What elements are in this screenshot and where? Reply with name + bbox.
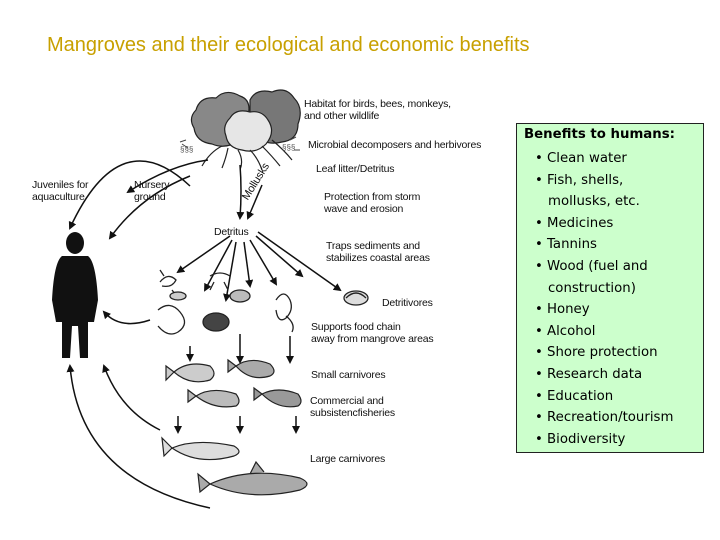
- list-item: •Biodiversity: [535, 431, 626, 447]
- label-large-carnivores: Large carnivores: [310, 453, 386, 465]
- label-microbial: Microbial decomposers and herbivores: [308, 139, 482, 151]
- benefits-panel: Benefits to humans: •Clean water •Fish, …: [516, 123, 704, 453]
- list-item: •Clean water: [535, 151, 627, 166]
- list-item: •Medicines: [535, 215, 614, 231]
- list-item: •Fish, shells,mollusks, etc.: [535, 172, 640, 210]
- label-leaf-litter: Leaf litter/Detritus: [316, 163, 395, 175]
- human-silhouette: [52, 232, 98, 358]
- label-habitat: Habitat for birds, bees, monkeys,and oth…: [304, 98, 451, 122]
- svg-text:§§§: §§§: [282, 143, 295, 152]
- mangrove-tree-illustration: §§§ §§§: [179, 89, 301, 171]
- label-small-carnivores: Small carnivores: [311, 369, 386, 381]
- benefits-list: •Clean water •Fish, shells,mollusks, etc…: [535, 148, 705, 450]
- list-item: •Education: [535, 388, 614, 404]
- svg-text:§§§: §§§: [180, 145, 193, 154]
- label-detritus: Detritus: [214, 226, 249, 238]
- detritivore-illustrations: [157, 269, 369, 335]
- large-carnivore-fish: [161, 436, 308, 496]
- list-item: •Shore protection: [535, 345, 658, 361]
- list-item: •Recreation/tourism: [535, 410, 674, 426]
- small-carnivore-fish: [165, 358, 302, 408]
- list-item: •Honey: [535, 302, 590, 318]
- benefits-heading: Benefits to humans:: [524, 127, 675, 142]
- list-item: •Alcohol: [535, 323, 596, 339]
- page-title: Mangroves and their ecological and econo…: [47, 34, 530, 56]
- list-item: •Tannins: [535, 237, 597, 253]
- list-item: •Research data: [535, 366, 643, 382]
- label-detritivores: Detritivores: [382, 297, 433, 309]
